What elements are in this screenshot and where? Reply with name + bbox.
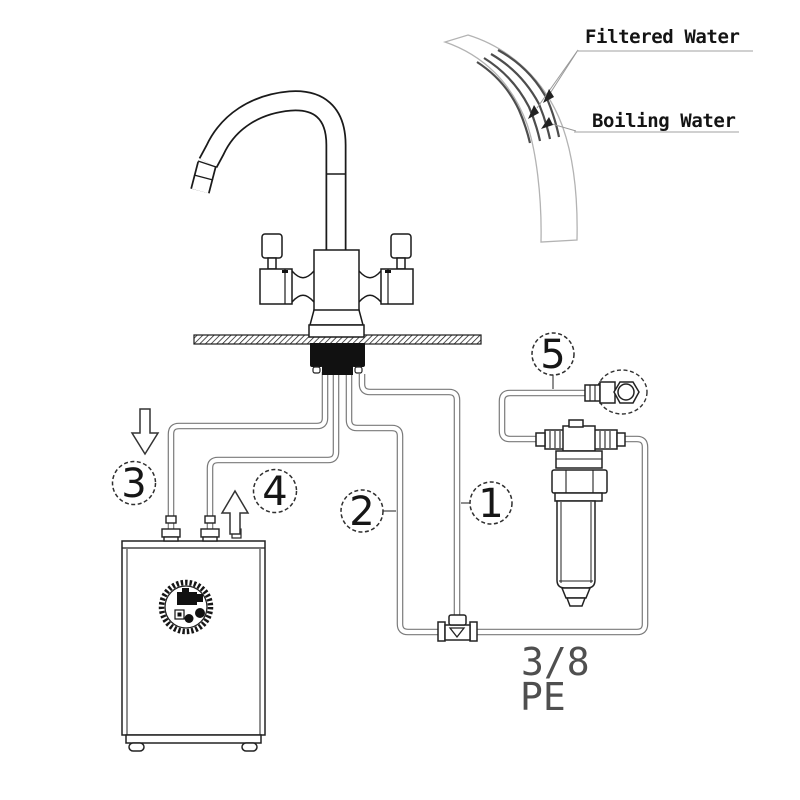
tank-base [125, 734, 262, 744]
valve-fitting-collar [584, 384, 601, 402]
inset-leader-lines [536, 49, 579, 132]
filtered-water-label: Filtered Water [585, 26, 740, 48]
filter-collar [554, 492, 603, 502]
left-handle-block [259, 268, 293, 305]
filter-head-block [562, 425, 596, 452]
water-filter [535, 419, 626, 607]
valve-fitting-body [599, 381, 616, 404]
right-handle-block [380, 268, 414, 305]
temperature-dial [158, 579, 214, 635]
filter-bottom-nub [565, 597, 587, 607]
callout-4-circle [252, 468, 298, 514]
filter-left-port [535, 432, 546, 447]
callout-3-label: 3 [121, 461, 146, 507]
left-handle-knob [261, 233, 283, 259]
tank-foot-left [128, 742, 145, 752]
callout-2-circle [340, 489, 384, 533]
callout-4-label: 4 [262, 469, 287, 515]
inset-spout-band [442, 34, 578, 243]
dial-icon-dot-2 [195, 608, 205, 618]
flow-down-arrow [130, 408, 160, 456]
valve-center [617, 383, 635, 401]
faucet-bell [309, 309, 364, 326]
boiling-water-arrow-icon [541, 117, 553, 129]
nozzle-joint-line-1 [197, 160, 217, 168]
nozzle-joint-line-2 [193, 174, 214, 181]
faucet-body [313, 249, 360, 313]
left-handle-stem [267, 257, 277, 270]
shutoff-valve [584, 369, 648, 415]
boiler-tank [121, 515, 266, 752]
boiling-water-label: Boiling Water [592, 110, 736, 132]
dial-knurled-ring [158, 579, 214, 635]
right-handle [358, 233, 414, 305]
filter-cartridge-body [556, 500, 596, 589]
tank-body [121, 540, 266, 736]
filtered-water-arrow2-icon [528, 105, 539, 119]
tubing-material-label: PE [520, 675, 566, 719]
right-handle-stem [396, 257, 406, 270]
right-handle-knob [390, 233, 412, 259]
callout-1-label: 1 [478, 481, 503, 527]
pipe-3-boiler-inlet [167, 372, 329, 531]
callout-5-label: 5 [540, 332, 565, 378]
inset-arrowheads [528, 89, 554, 129]
dial-icon-heater [177, 592, 197, 605]
filter-bottom-cap [560, 587, 592, 599]
flow-up-arrow [220, 489, 250, 535]
callout-1-circle [469, 481, 513, 525]
flow-direction-arrow [448, 627, 466, 639]
filter-right-port [616, 432, 626, 447]
tubing-size-label: 3/8 [521, 640, 590, 684]
faucet-base-flange [308, 324, 365, 338]
filter-hex-nut [551, 469, 608, 494]
callouts: 1 2 3 4 5 [111, 332, 575, 535]
tank-foot-right [241, 742, 258, 752]
tank-outlet-fitting [200, 515, 220, 542]
left-handle [259, 233, 315, 305]
tubing-runs [167, 372, 649, 636]
spout-cross-section-inset: Filtered Water Boiling Water [442, 26, 753, 243]
filtered-water-arrow-icon [543, 89, 554, 103]
tee-fitting [437, 614, 478, 642]
mounting-nut [310, 343, 365, 375]
callout-5-circle [531, 332, 575, 376]
faucet [190, 90, 414, 375]
filter-head-tab [568, 419, 584, 428]
callout-2-label: 2 [349, 489, 374, 535]
tank-inlet-fitting [161, 515, 181, 542]
callout-3-circle [111, 460, 157, 506]
dial-icon-dot-1 [184, 614, 194, 623]
